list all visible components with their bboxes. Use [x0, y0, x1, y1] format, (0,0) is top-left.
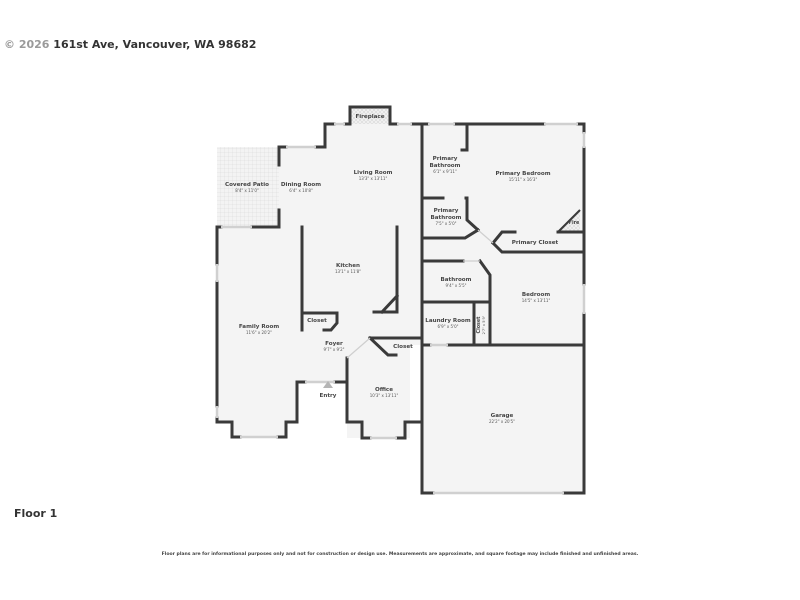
dims-garage: 22'2" x 20'5"	[489, 419, 515, 424]
label-covered-patio: Covered Patio	[225, 182, 269, 188]
address-text: 161st Ave, Vancouver, WA 98682	[53, 38, 257, 51]
windows	[215, 122, 586, 495]
label-entry: Entry	[320, 393, 337, 399]
copyright-watermark: © 2026	[4, 38, 50, 51]
label-fireplace: Fireplace	[355, 114, 384, 120]
label-laundry-room: Laundry Room	[425, 318, 471, 324]
label-garage: Garage	[491, 413, 514, 419]
label-fire: Fire	[569, 220, 580, 226]
dims-dining-room: 6'4" x 10'8"	[289, 188, 313, 193]
label-kitchen: Kitchen	[336, 263, 360, 269]
label-primary-bathroom-1b: Bathroom	[430, 163, 461, 169]
dims-primary-bathroom-2: 7'5" x 5'0"	[436, 221, 457, 226]
property-address: © 2026 161st Ave, Vancouver, WA 98682	[4, 38, 256, 51]
dims-kitchen: 13'1" x 11'8"	[335, 269, 361, 274]
dims-family-room: 11'6" x 20'2"	[246, 330, 272, 335]
label-dining-room: Dining Room	[281, 182, 321, 188]
dims-bathroom: 9'4" x 5'5"	[446, 283, 467, 288]
label-primary-bathroom-2b: Bathroom	[431, 215, 462, 221]
label-closet-laundry: Closet	[476, 316, 482, 334]
label-closet-foyer: Closet	[393, 344, 413, 350]
label-primary-bedroom: Primary Bedroom	[495, 171, 550, 177]
label-foyer: Foyer	[325, 341, 343, 347]
door-openings	[346, 229, 494, 359]
label-primary-bathroom-1a: Primary	[433, 156, 458, 162]
dims-primary-bedroom: 15'11" x 16'3"	[509, 177, 538, 182]
floor-label: Floor 1	[14, 507, 58, 520]
label-office: Office	[375, 387, 393, 393]
entry-arrow-icon	[323, 381, 333, 388]
dims-primary-bathroom-1: 6'1" x 9'11"	[433, 169, 457, 174]
dims-foyer: 9'7" x 9'2"	[324, 347, 345, 352]
walls	[215, 105, 586, 495]
label-primary-bathroom-2a: Primary	[434, 208, 459, 214]
dims-bedroom: 14'5" x 13'11"	[522, 298, 551, 303]
dims-covered-patio: 8'4" x 11'0"	[235, 188, 259, 193]
dims-living-room: 13'3" x 13'11"	[359, 176, 388, 181]
label-living-room: Living Room	[354, 170, 393, 176]
dims-closet-laundry: 2'7" x 5'9"	[482, 315, 486, 334]
label-bedroom: Bedroom	[522, 292, 551, 298]
dims-office: 10'3" x 13'11"	[370, 393, 399, 398]
fire-wall	[557, 209, 581, 233]
label-primary-closet: Primary Closet	[512, 240, 559, 246]
room-labels: Fireplace Covered Patio 8'4" x 11'0" Din…	[225, 114, 580, 424]
label-bathroom: Bathroom	[441, 277, 472, 283]
label-closet-kitchen: Closet	[307, 318, 327, 324]
dims-laundry-room: 6'9" x 5'0"	[438, 324, 459, 329]
disclaimer-text: Floor plans are for informational purpos…	[161, 552, 639, 557]
label-family-room: Family Room	[239, 324, 280, 330]
